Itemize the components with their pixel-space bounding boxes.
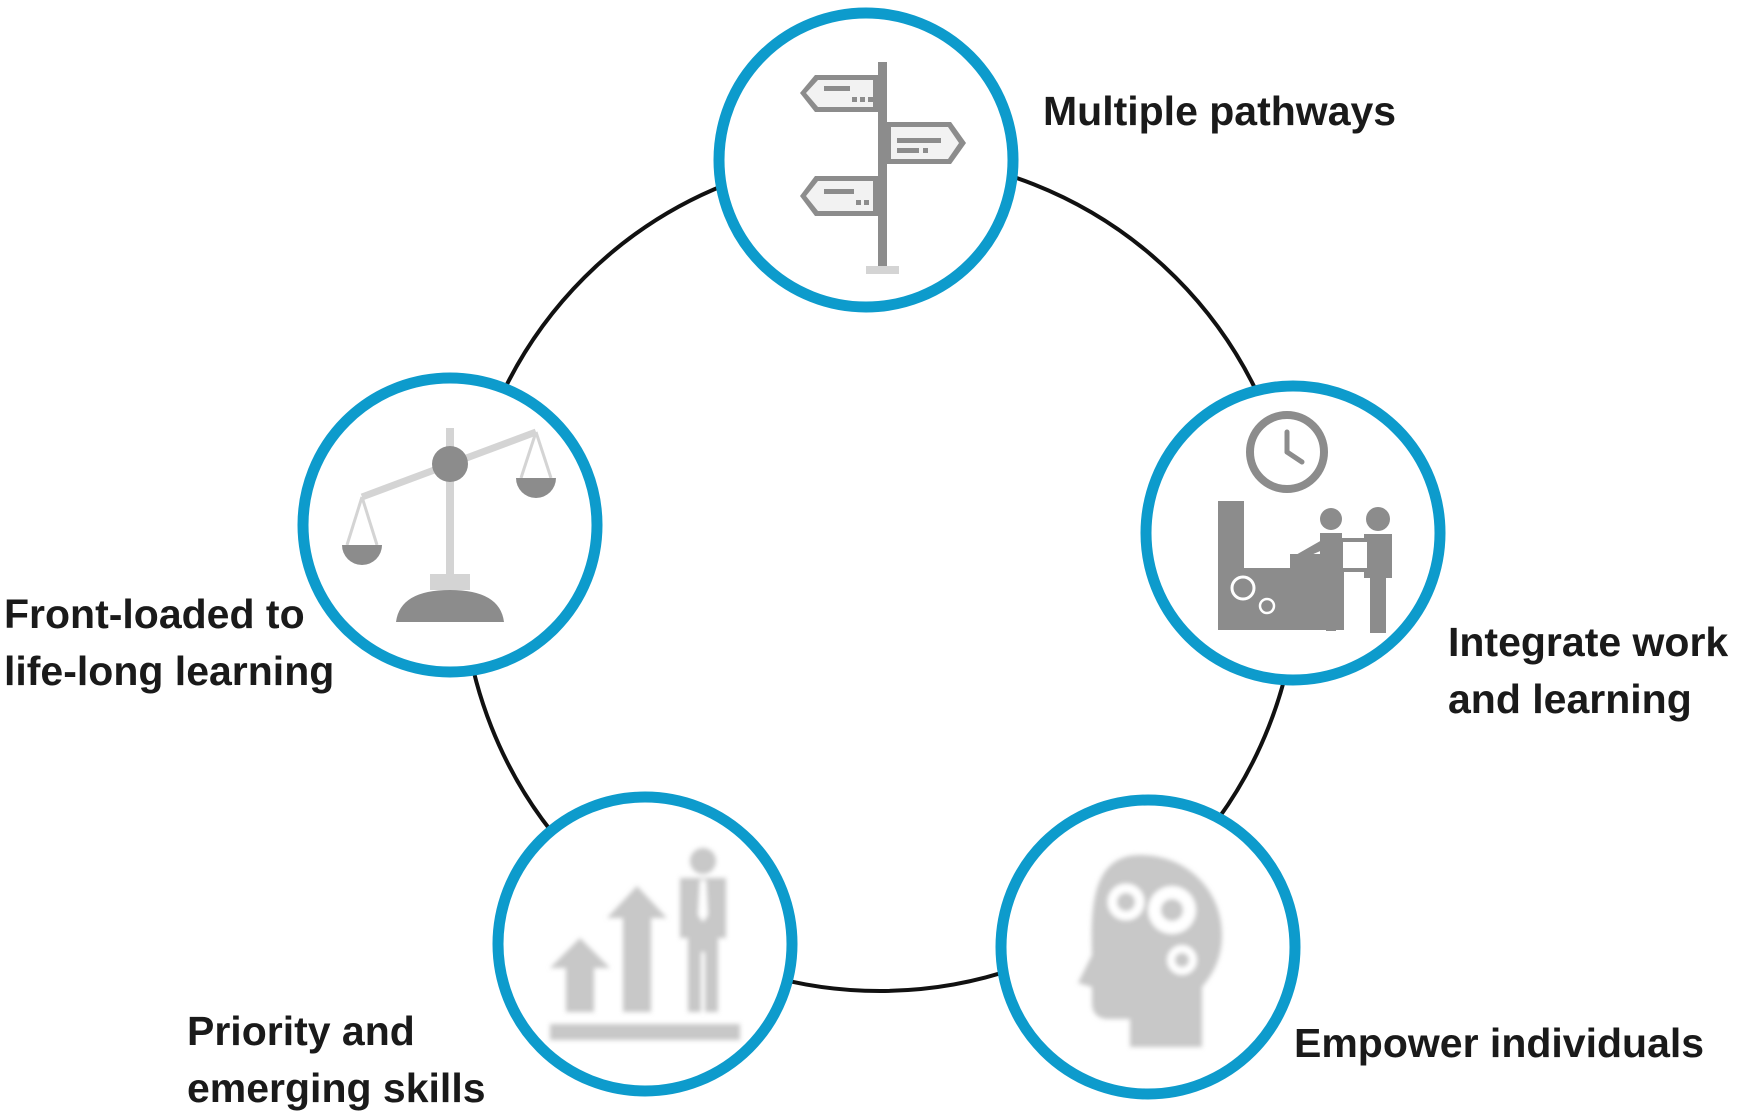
label-front-loaded-to-life-long-learning: Front-loaded to life-long learning [4, 586, 334, 700]
label-line: Priority and [187, 1008, 415, 1054]
label-line: emerging skills [187, 1065, 486, 1111]
node-multiple-pathways [713, 7, 1019, 313]
workplace-training-icon [1218, 411, 1392, 633]
node-front-loaded-to-life-long-learning [297, 372, 603, 678]
signpost-icon [800, 62, 966, 274]
label-priority-and-emerging-skills: Priority and emerging skills [187, 1003, 486, 1117]
label-line: and learning [1448, 676, 1692, 722]
node-priority-and-emerging-skills [492, 791, 798, 1097]
node-ring [713, 7, 1019, 313]
node-empower-individuals [995, 794, 1301, 1100]
balance-scale-icon [342, 428, 556, 622]
label-empower-individuals: Empower individuals [1294, 1015, 1704, 1072]
label-integrate-work-and-learning: Integrate work and learning [1448, 614, 1728, 728]
label-line: Integrate work [1448, 619, 1729, 665]
label-line: Front-loaded to [4, 591, 305, 637]
growth-arrows-person-icon [550, 848, 740, 1040]
label-multiple-pathways: Multiple pathways [1043, 83, 1396, 140]
node-integrate-work-and-learning [1140, 380, 1446, 686]
label-line: life-long learning [4, 648, 335, 694]
label-line: Empower individuals [1294, 1020, 1705, 1066]
label-line: Multiple pathways [1043, 88, 1397, 134]
head-gears-icon [1078, 855, 1222, 1047]
